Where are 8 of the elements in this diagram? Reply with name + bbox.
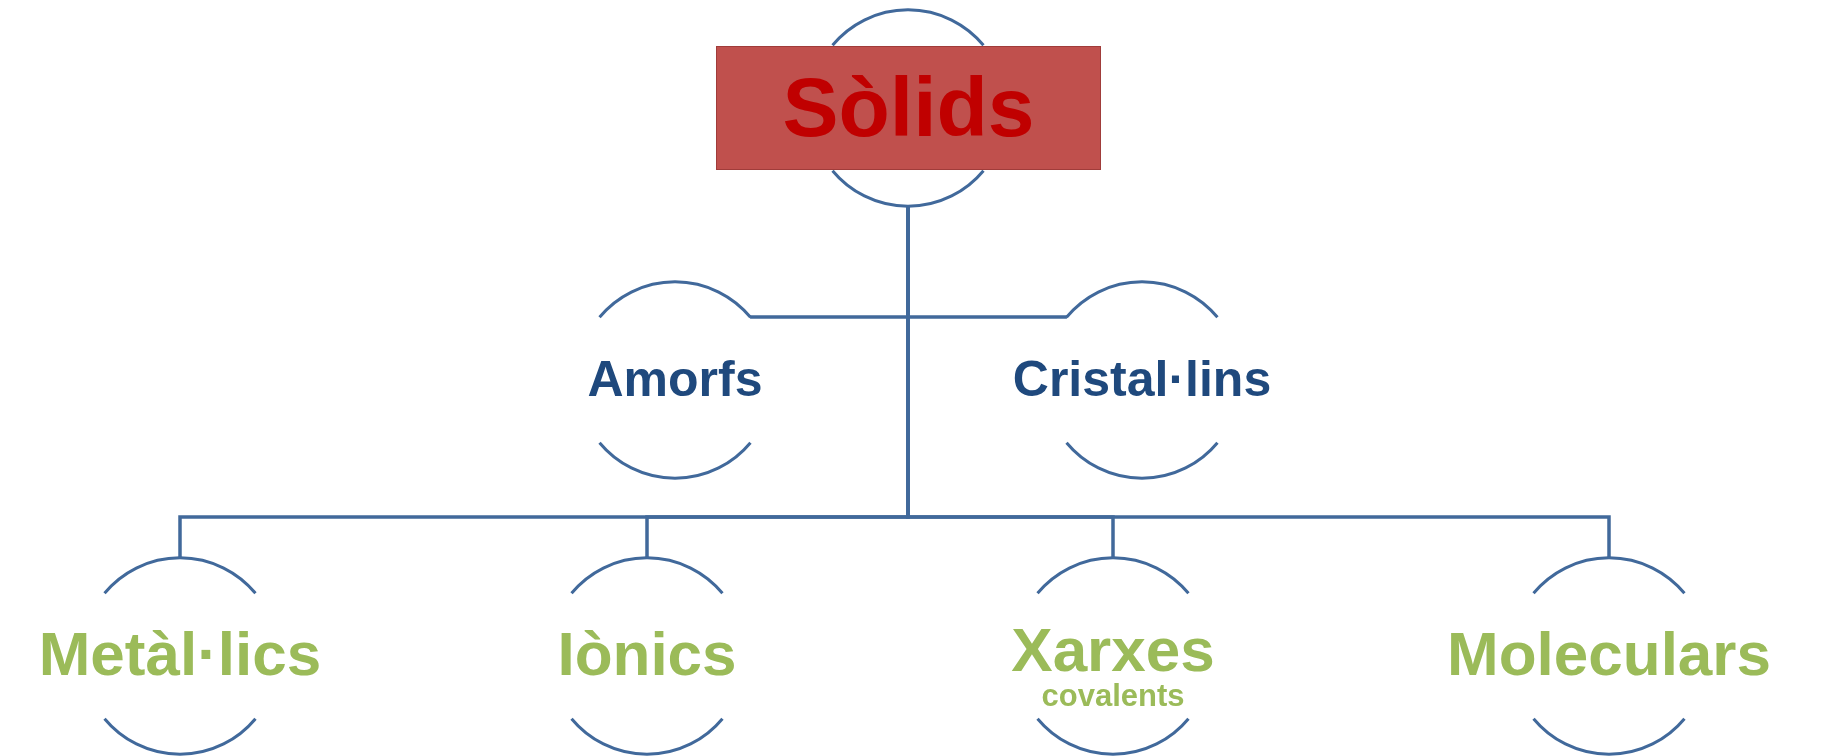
- category-label: Sòlids: [782, 64, 1035, 149]
- category-label: Amorfs: [587, 353, 763, 404]
- category-label: Moleculars: [1447, 623, 1771, 686]
- category-label: Cristal·lins: [1012, 353, 1272, 404]
- category-sublabel: covalents: [1041, 680, 1185, 712]
- category-label: Metàl·lics: [38, 623, 322, 686]
- category-label: Iònics: [557, 623, 737, 686]
- category-label: Xarxes: [1011, 619, 1215, 682]
